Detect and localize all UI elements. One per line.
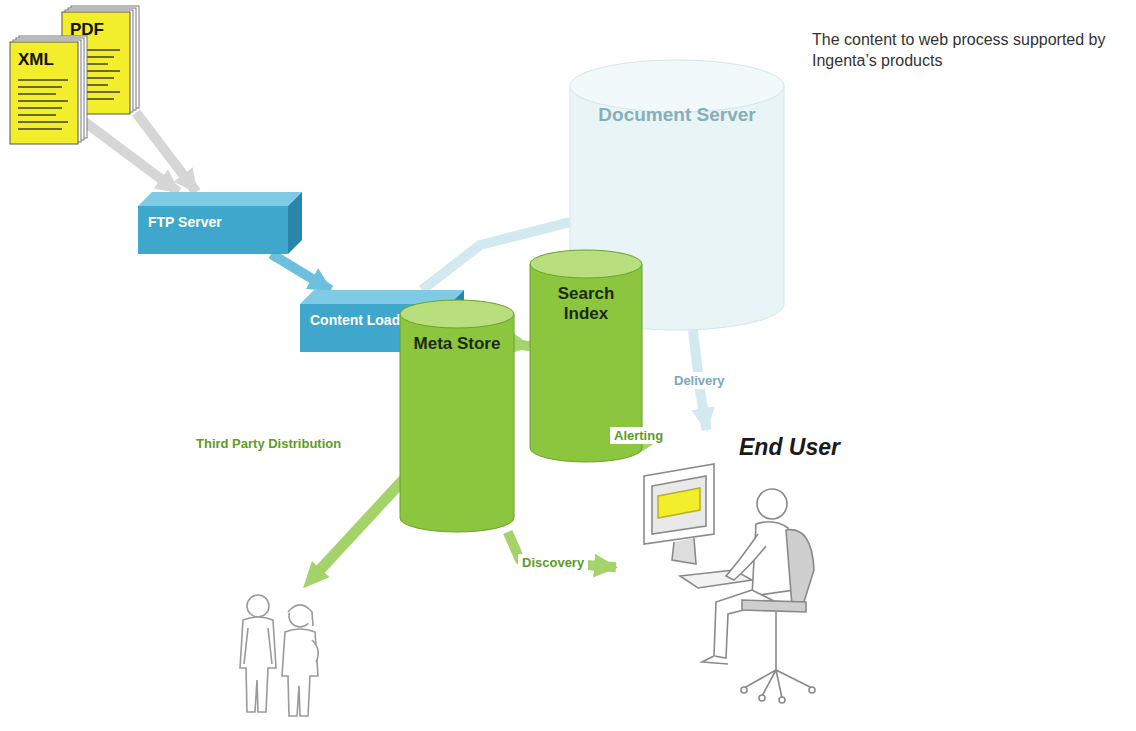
page-face [62, 12, 130, 114]
text-line [70, 63, 108, 65]
cylinder-top [530, 250, 642, 278]
flow-arrow [271, 254, 331, 290]
caption: The content to web process supported by … [812, 30, 1130, 72]
text-line [70, 49, 120, 51]
text-line [70, 56, 114, 58]
text-line [70, 70, 120, 72]
box-top [138, 192, 302, 206]
database-cylinder: Meta Store [400, 300, 514, 532]
text-line [18, 93, 56, 95]
text-line [70, 91, 120, 93]
box-side [288, 192, 302, 254]
end-user-figure: End User [616, 430, 846, 722]
text-line [18, 79, 68, 81]
text-line [18, 100, 68, 102]
text-line [70, 77, 114, 79]
cylinder-body [400, 314, 514, 532]
people-figure [240, 595, 318, 716]
server-box: FTP Server [138, 192, 302, 254]
user-at-desk [644, 464, 815, 703]
cylinder-body [570, 86, 784, 330]
document-icon: XML [10, 42, 84, 146]
flow-label: Third Party Distribution [196, 436, 341, 451]
node-label: XML [18, 50, 76, 70]
flow-label: Alerting [610, 427, 667, 444]
text-line [18, 128, 62, 130]
page-face [10, 42, 78, 144]
box-front [138, 206, 288, 254]
node-label: FTP Server [148, 214, 280, 230]
node-shape [616, 430, 846, 722]
distribution-arrow [318, 478, 405, 572]
flow-label: Discovery [518, 554, 588, 571]
text-line [18, 121, 68, 123]
text-line [70, 84, 108, 86]
text-line [18, 107, 62, 109]
flow-label: Delivery [670, 372, 729, 389]
node-label: Meta Store [408, 334, 506, 354]
flow-arrow [136, 113, 196, 192]
node-label: Search Index [538, 284, 634, 323]
node-label: Document Server [590, 104, 764, 126]
text-line [18, 114, 56, 116]
cylinder-top [400, 300, 514, 328]
text-line [18, 86, 62, 88]
text-line [70, 98, 114, 100]
